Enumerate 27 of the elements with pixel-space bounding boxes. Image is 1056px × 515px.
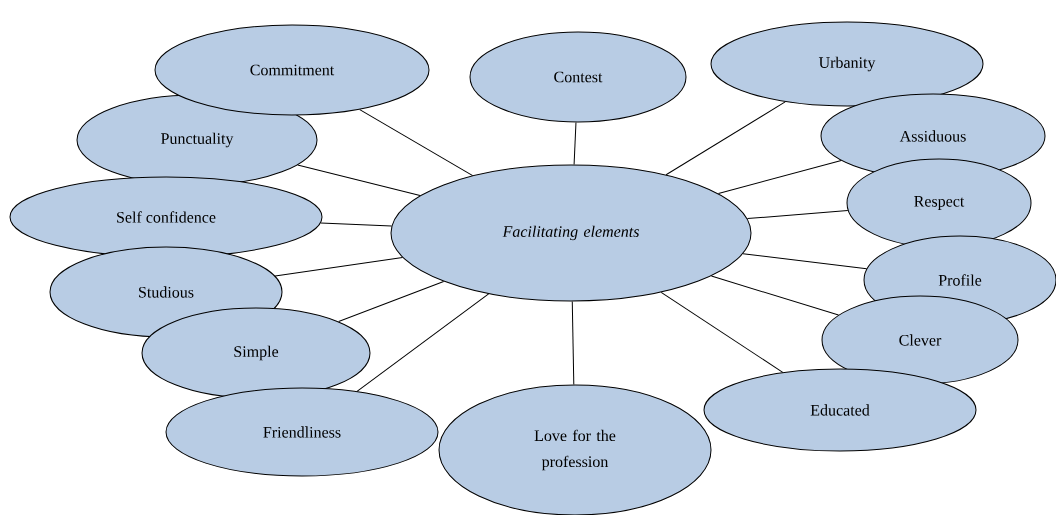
- connector-line: [665, 101, 786, 176]
- connector-line: [338, 281, 445, 322]
- ellipse-node: Urbanity: [710, 21, 984, 107]
- ellipse-node: Commitment: [154, 24, 430, 116]
- ellipse-node: Clever: [821, 295, 1019, 385]
- connector-line: [710, 275, 839, 316]
- connector-line: [320, 222, 392, 227]
- ellipse-node: Self confidence: [9, 176, 323, 258]
- connector-line: [742, 253, 868, 270]
- connector-line: [297, 164, 421, 196]
- ellipse-node: Facilitating elements: [390, 164, 752, 302]
- ellipse-node: Friendliness: [165, 387, 439, 477]
- connector-line: [717, 160, 842, 194]
- node-label: Assiduous: [899, 130, 966, 142]
- ellipse-node: Respect: [846, 158, 1032, 248]
- connector-line: [660, 291, 784, 373]
- ellipse-node: Educated: [703, 368, 977, 452]
- connector-line: [573, 122, 577, 165]
- ellipse-node: Simple: [141, 307, 371, 399]
- ellipse-node: Love for the profession: [438, 384, 712, 515]
- connector-line: [274, 257, 403, 277]
- connector-line: [359, 109, 474, 177]
- connector-line: [747, 209, 849, 220]
- connector-line: [571, 301, 575, 385]
- connector-line: [356, 293, 490, 392]
- ellipse-node: Contest: [469, 31, 687, 123]
- node-label: Profile: [938, 274, 982, 286]
